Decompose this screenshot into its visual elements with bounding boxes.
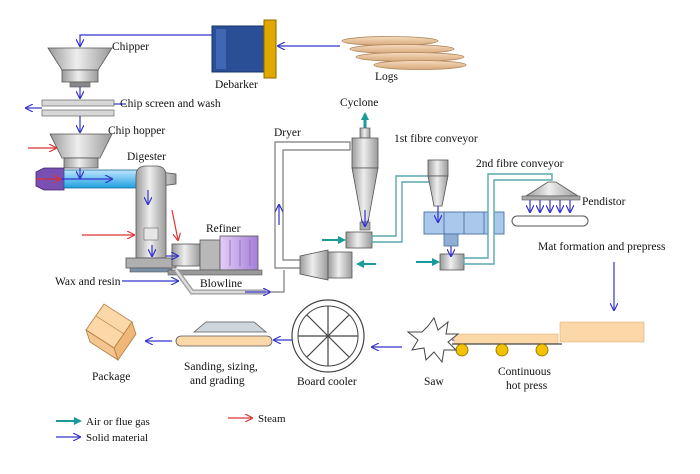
- sanding-label-1: Sanding, sizing,: [184, 361, 258, 373]
- fibre-bin: [423, 211, 505, 247]
- dryer-fan: [299, 249, 353, 281]
- pendistor-machine: [521, 181, 581, 201]
- second-cyclone: [427, 159, 449, 207]
- debarker-machine: [211, 19, 277, 79]
- hot-press-label-2: hot press: [506, 380, 548, 392]
- refiner-machine: [167, 235, 263, 276]
- legend-solid-label: Solid material: [86, 432, 148, 444]
- fibre-conveyor-2-label: 2nd fibre conveyor: [476, 158, 564, 170]
- legend: Air or flue gas Solid material Steam: [56, 413, 286, 444]
- dryer-duct: [274, 141, 351, 269]
- saw-blade: [406, 316, 460, 364]
- board-cooler-label: Board cooler: [297, 376, 357, 388]
- cyclone-separator: [351, 127, 379, 231]
- package-stack: [85, 303, 137, 361]
- legend-air-label: Air or flue gas: [86, 416, 150, 428]
- refiner-steam-arrow: [171, 209, 178, 240]
- digester-label: Digester: [127, 151, 166, 163]
- pendistor-label: Pendistor: [582, 196, 626, 208]
- digester-vessel: [125, 165, 177, 273]
- dryer-label: Dryer: [274, 127, 301, 139]
- saw-label: Saw: [424, 376, 445, 388]
- sanding-label-2: and grading: [190, 375, 245, 387]
- board-cooler-wheel: [291, 299, 365, 373]
- chipper-machine: [47, 47, 113, 88]
- cyclone-label: Cyclone: [340, 97, 378, 109]
- bin-rotary-valve: [439, 253, 465, 271]
- blowline-label: Blowline: [200, 278, 242, 290]
- legend-steam-label: Steam: [258, 413, 286, 425]
- continuous-hot-press: [452, 321, 645, 357]
- logs-pile: [341, 36, 467, 70]
- logs-label: Logs: [375, 71, 399, 83]
- pendistor-spray-arrows: [530, 200, 570, 212]
- fibre-conveyor-1-label: 1st fibre conveyor: [394, 133, 478, 145]
- blowline-pipe-inner: [174, 269, 266, 294]
- debarker-to-chipper-arrow: [80, 34, 212, 46]
- forming-belt: [511, 215, 589, 227]
- wax-resin-label: Wax and resin: [55, 276, 121, 288]
- dryer-bottom-pipe: [270, 270, 285, 293]
- hot-press-label-1: Continuous: [498, 366, 552, 378]
- refiner-label: Refiner: [206, 223, 241, 235]
- chip-hopper-label: Chip hopper: [108, 125, 165, 137]
- chipper-label: Chipper: [112, 41, 149, 53]
- chip-screen-machine: [41, 99, 115, 117]
- chip-screen-label: Chip screen and wash: [120, 98, 221, 110]
- fibre-conveyor-2-duct: [463, 173, 553, 265]
- debarker-label: Debarker: [215, 79, 258, 91]
- mat-formation-label: Mat formation and prepress: [538, 241, 666, 253]
- sanding-machine: [175, 321, 273, 347]
- package-label: Package: [92, 371, 130, 383]
- cyclone-rotary-valve: [345, 231, 373, 249]
- chip-hopper-machine: [49, 133, 113, 169]
